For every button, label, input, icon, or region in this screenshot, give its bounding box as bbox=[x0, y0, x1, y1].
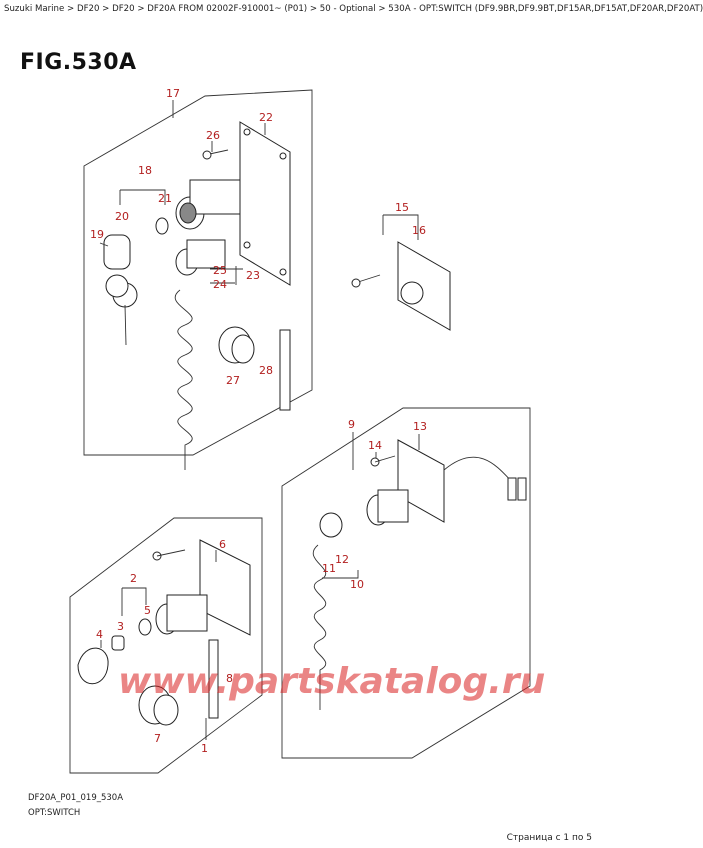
callout-13: 13 bbox=[413, 420, 427, 433]
callout-26: 26 bbox=[206, 129, 220, 142]
callout-1: 1 bbox=[201, 742, 208, 755]
figure-name: OPT:SWITCH bbox=[28, 808, 81, 818]
callout-9: 9 bbox=[348, 418, 355, 431]
callout-20: 20 bbox=[115, 210, 129, 223]
parts-diagram: 17 22 26 18 21 20 19 25 23 24 27 28 15 1… bbox=[69, 87, 545, 774]
callout-12: 12 bbox=[335, 553, 349, 566]
callout-11: 11 bbox=[322, 562, 336, 575]
callout-8: 8 bbox=[226, 672, 233, 685]
callout-4: 4 bbox=[96, 628, 103, 641]
callout-22: 22 bbox=[259, 111, 273, 124]
figure-title: FIG.530A bbox=[20, 50, 137, 75]
callout-25: 25 bbox=[213, 264, 227, 277]
callout-3: 3 bbox=[117, 620, 124, 633]
callout-5: 5 bbox=[144, 604, 151, 617]
callout-6: 6 bbox=[219, 538, 226, 551]
callout-27: 27 bbox=[226, 374, 240, 387]
watermark: www.partskatalog.ru bbox=[118, 661, 545, 702]
callout-24: 24 bbox=[213, 278, 227, 291]
callout-2: 2 bbox=[130, 572, 137, 585]
callout-19: 19 bbox=[90, 228, 104, 241]
callout-7: 7 bbox=[154, 732, 161, 745]
callout-18: 18 bbox=[138, 164, 152, 177]
breadcrumb: Suzuki Marine > DF20 > DF20 > DF20A FROM… bbox=[4, 4, 703, 14]
callout-28: 28 bbox=[259, 364, 273, 377]
callout-14: 14 bbox=[368, 439, 382, 452]
callout-15: 15 bbox=[395, 201, 409, 214]
callout-17: 17 bbox=[166, 87, 180, 100]
page-info: Страница с 1 по 5 bbox=[506, 833, 592, 843]
callout-21: 21 bbox=[158, 192, 172, 205]
callout-16: 16 bbox=[412, 224, 426, 237]
figure-code: DF20A_P01_019_530A bbox=[28, 793, 124, 803]
callout-10: 10 bbox=[350, 578, 364, 591]
callout-23: 23 bbox=[246, 269, 260, 282]
